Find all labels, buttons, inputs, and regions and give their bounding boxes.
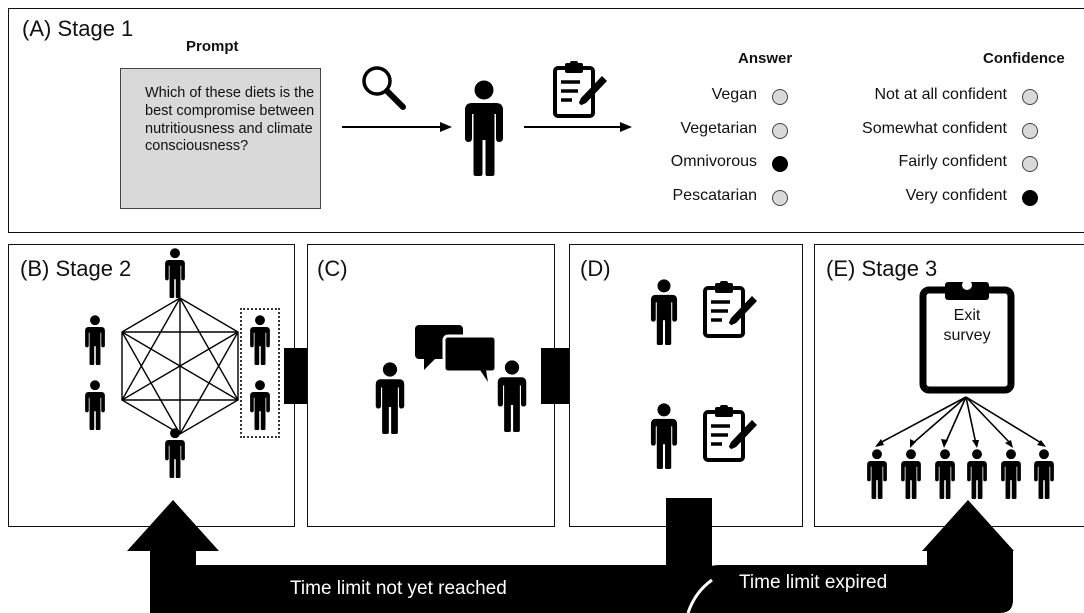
magnifier-icon bbox=[362, 66, 406, 110]
speech-bubbles-icon bbox=[415, 325, 498, 382]
confidence-header: Confidence bbox=[983, 50, 1065, 67]
answer-radio-vegan[interactable] bbox=[772, 89, 788, 105]
answer-radio-omnivorous[interactable] bbox=[772, 156, 788, 172]
network-graph bbox=[121, 297, 239, 435]
arrow-person-to-answer bbox=[524, 122, 632, 132]
answer-option-label: Omnivorous bbox=[670, 153, 757, 170]
prompt-box: Which of these diets is the best comprom… bbox=[120, 68, 321, 209]
confidence-radio-somewhat[interactable] bbox=[1022, 123, 1038, 139]
confidence-option-label: Not at all confident bbox=[874, 86, 1007, 103]
confidence-radio-very[interactable] bbox=[1022, 190, 1038, 206]
stage1-label: (A) Stage 1 bbox=[22, 16, 134, 41]
confidence-radio-not-at-all[interactable] bbox=[1022, 89, 1038, 105]
confidence-option-label: Fairly confident bbox=[898, 153, 1008, 170]
panel-d bbox=[569, 244, 803, 527]
confidence-option-label: Very confident bbox=[905, 187, 1007, 204]
stage2-label: (B) Stage 2 bbox=[20, 256, 132, 281]
answer-radio-pescatarian[interactable] bbox=[772, 190, 788, 206]
answer-header: Answer bbox=[738, 50, 793, 67]
loop-label-expired: Time limit expired bbox=[739, 572, 888, 593]
clipboard-icon bbox=[919, 280, 1015, 394]
confidence-option-label: Somewhat confident bbox=[862, 120, 1007, 137]
answer-option-label: Pescatarian bbox=[672, 187, 758, 204]
survey-distribution-arrows bbox=[875, 396, 1046, 448]
answer-option-label: Vegan bbox=[711, 86, 757, 103]
highlight-box bbox=[240, 308, 280, 438]
answer-radio-vegetarian[interactable] bbox=[772, 123, 788, 139]
panel-d-label: (D) bbox=[580, 256, 611, 281]
exit-survey-text: Exit survey bbox=[943, 307, 991, 344]
panel-c-label: (C) bbox=[317, 256, 348, 281]
prompt-text: Which of these diets is the best comprom… bbox=[145, 85, 315, 155]
confidence-radio-fairly[interactable] bbox=[1022, 156, 1038, 172]
loop-label-not-reached: Time limit not yet reached bbox=[290, 578, 507, 599]
prompt-header: Prompt bbox=[186, 38, 239, 55]
answer-option-label: Vegetarian bbox=[680, 120, 757, 137]
stage3-label: (E) Stage 3 bbox=[826, 256, 938, 281]
arrow-prompt-to-person bbox=[342, 122, 452, 132]
